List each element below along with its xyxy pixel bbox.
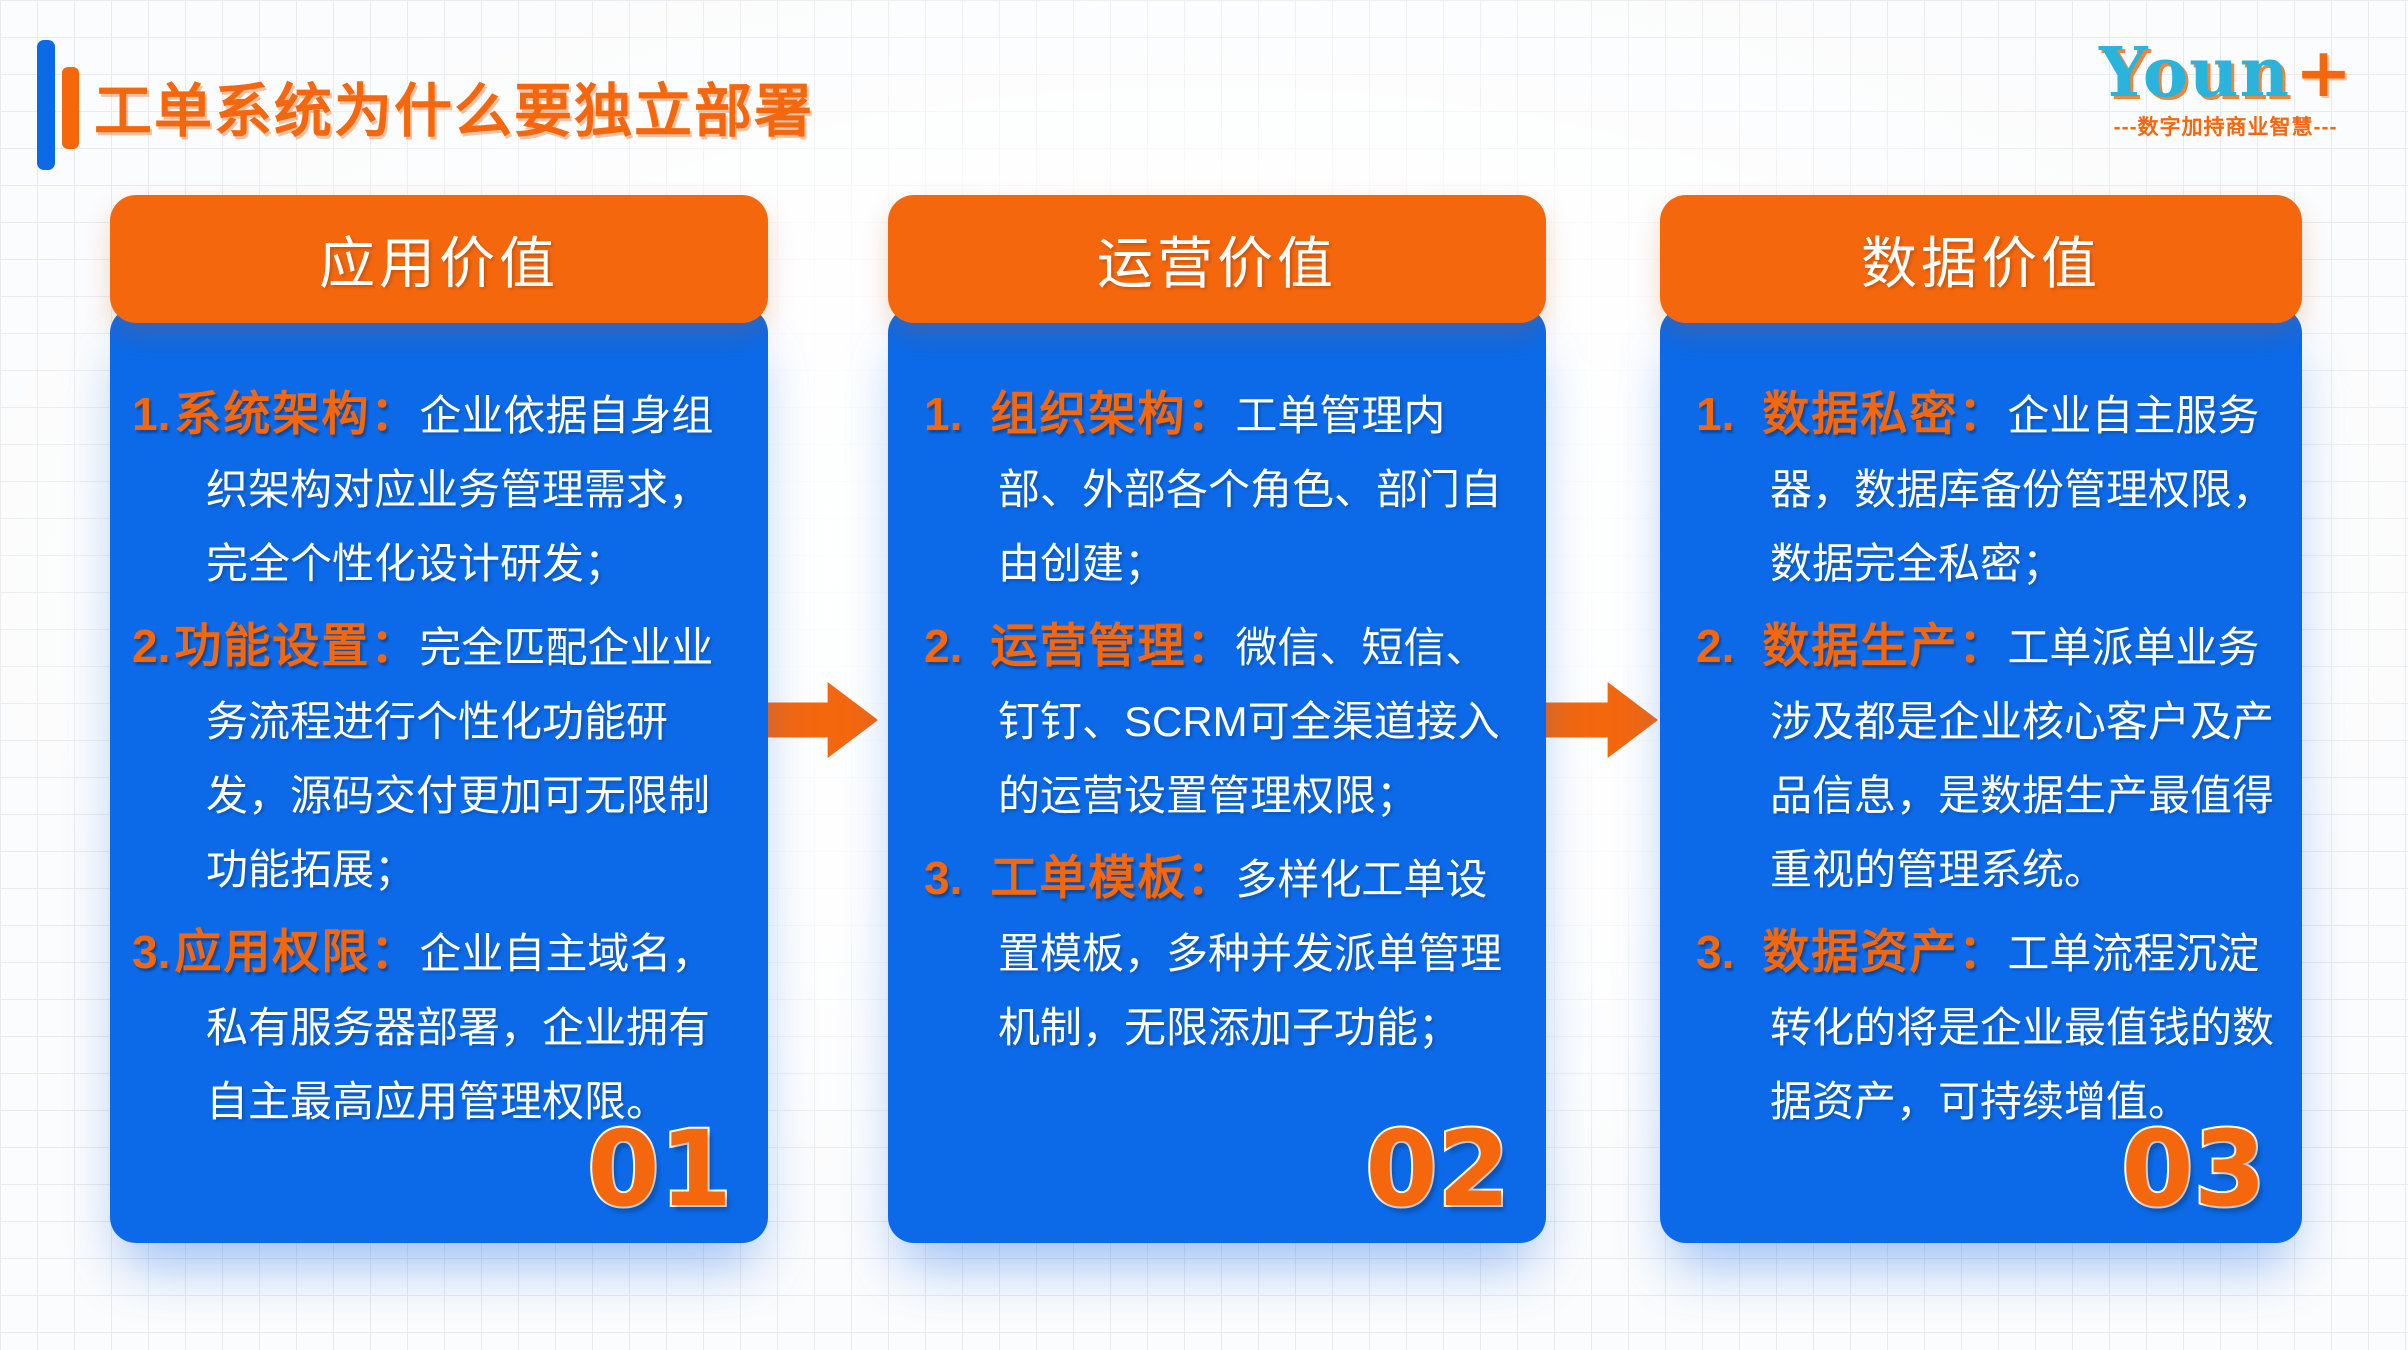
arrow-right-icon bbox=[766, 682, 878, 758]
card-application-value: 应用价值 1.系统架构：企业依据自身组织架构对应业务管理需求，完全个性化设计研发… bbox=[110, 195, 768, 1243]
card-header: 数据价值 bbox=[1660, 195, 2302, 323]
item-heading: 工单模板： bbox=[990, 851, 1236, 904]
card-body: 1.数据私密：企业自主服务器，数据库备份管理权限，数据完全私密； 2.数据生产：… bbox=[1660, 307, 2302, 1243]
item-number: 2. bbox=[132, 620, 171, 672]
item-heading: 应用权限： bbox=[174, 925, 420, 978]
item-number: 3. bbox=[132, 926, 171, 978]
item-number: 3. bbox=[924, 852, 963, 904]
list-item: 2.功能设置：完全匹配企业业务流程进行个性化功能研发，源码交付更加可无限制功能拓… bbox=[132, 609, 748, 907]
item-heading: 数据资产： bbox=[1762, 925, 2008, 978]
list-item: 2.运营管理：微信、短信、钉钉、SCRM可全渠道接入的运营设置管理权限； bbox=[924, 609, 1526, 833]
list-item: 1.系统架构：企业依据自身组织架构对应业务管理需求，完全个性化设计研发； bbox=[132, 377, 748, 601]
card-header: 运营价值 bbox=[888, 195, 1546, 323]
item-heading: 运营管理： bbox=[990, 619, 1236, 672]
list-item: 3.工单模板：多样化工单设置模板，多种并发派单管理机制，无限添加子功能； bbox=[924, 841, 1526, 1065]
list-item: 1.组织架构：工单管理内部、外部各个角色、部门自由创建； bbox=[924, 377, 1526, 601]
card-operation-value: 运营价值 1.组织架构：工单管理内部、外部各个角色、部门自由创建； 2.运营管理… bbox=[888, 195, 1546, 1243]
card-index-number: 01 bbox=[585, 1108, 734, 1230]
logo-tagline: ---数字加持商业智慧--- bbox=[2113, 116, 2338, 140]
item-heading: 组织架构： bbox=[990, 387, 1236, 440]
logo-wordmark: Youn+ bbox=[2099, 37, 2352, 109]
item-number: 3. bbox=[1696, 926, 1735, 978]
card-body: 1.系统架构：企业依据自身组织架构对应业务管理需求，完全个性化设计研发； 2.功… bbox=[110, 307, 768, 1243]
logo: Youn+ ---数字加持商业智慧--- bbox=[2099, 37, 2352, 141]
card-index-number: 02 bbox=[1363, 1108, 1512, 1230]
list-item: 2.数据生产：工单派单业务涉及都是企业核心客户及产品信息，是数据生产最值得重视的… bbox=[1696, 609, 2282, 907]
item-number: 1. bbox=[1696, 388, 1735, 440]
item-heading: 数据生产： bbox=[1762, 619, 2008, 672]
item-number: 1. bbox=[132, 388, 171, 440]
item-heading: 功能设置： bbox=[174, 619, 420, 672]
logo-text: Youn bbox=[2099, 33, 2291, 113]
card-data-value: 数据价值 1.数据私密：企业自主服务器，数据库备份管理权限，数据完全私密； 2.… bbox=[1660, 195, 2302, 1243]
title-accent-orange-bar bbox=[62, 67, 79, 149]
logo-plus-icon: + bbox=[2295, 33, 2352, 113]
card-body: 1.组织架构：工单管理内部、外部各个角色、部门自由创建； 2.运营管理：微信、短… bbox=[888, 307, 1546, 1243]
item-number: 2. bbox=[924, 620, 963, 672]
item-heading: 系统架构： bbox=[174, 387, 420, 440]
item-number: 1. bbox=[924, 388, 963, 440]
card-index-number: 03 bbox=[2119, 1108, 2268, 1230]
item-heading: 数据私密： bbox=[1762, 387, 2008, 440]
card-header: 应用价值 bbox=[110, 195, 768, 323]
list-item: 3.应用权限：企业自主域名，私有服务器部署，企业拥有自主最高应用管理权限。 bbox=[132, 915, 748, 1139]
list-item: 3.数据资产：工单流程沉淀转化的将是企业最值钱的数据资产，可持续增值。 bbox=[1696, 915, 2282, 1139]
title-accent-blue-bar bbox=[37, 40, 55, 170]
arrow-right-icon bbox=[1546, 682, 1658, 758]
page-title: 工单系统为什么要独立部署 bbox=[94, 79, 815, 144]
item-number: 2. bbox=[1696, 620, 1735, 672]
list-item: 1.数据私密：企业自主服务器，数据库备份管理权限，数据完全私密； bbox=[1696, 377, 2282, 601]
